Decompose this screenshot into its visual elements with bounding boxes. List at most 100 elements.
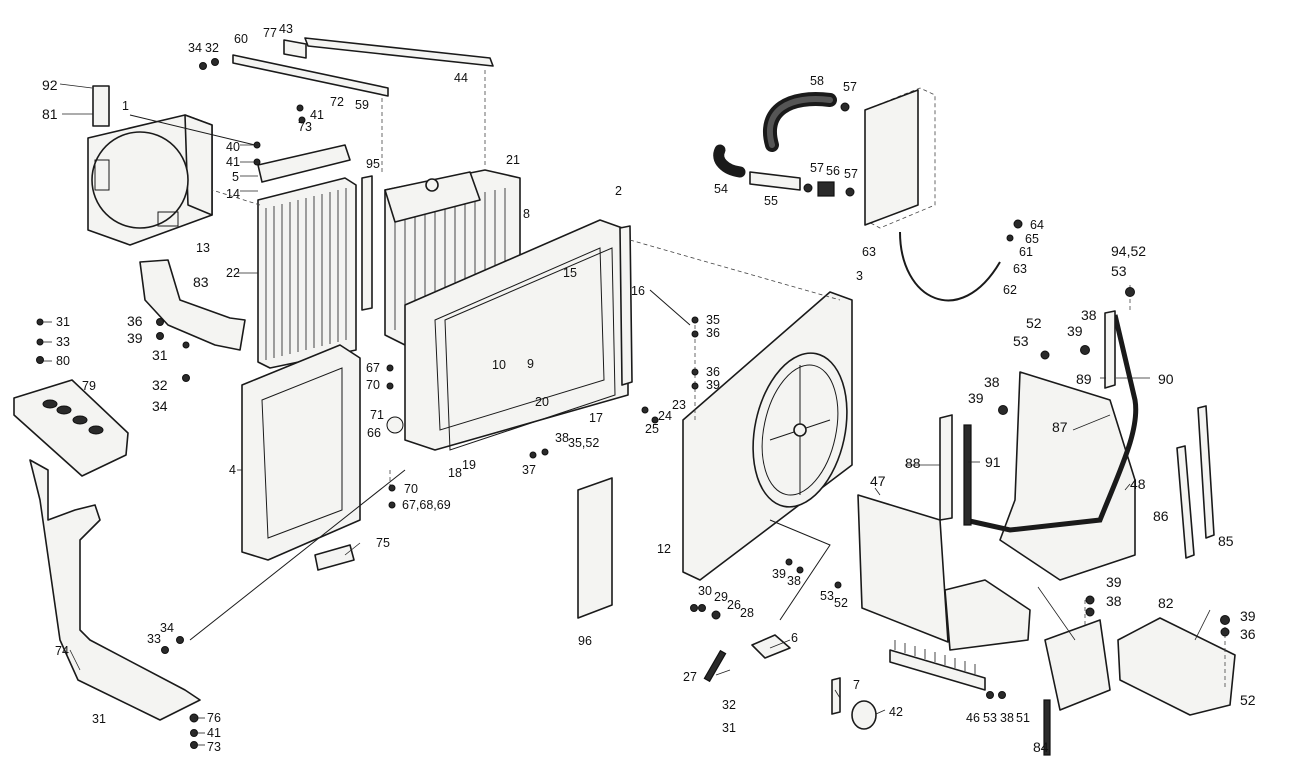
label-36-mid: 36 <box>706 326 720 340</box>
label-3: 3 <box>856 269 863 283</box>
label-82: 82 <box>1158 595 1174 611</box>
strip-88-part <box>939 414 953 521</box>
label-34-top: 34 <box>188 41 202 55</box>
plate-81-part <box>92 85 110 127</box>
label-12: 12 <box>657 542 671 556</box>
label-86: 86 <box>1153 508 1169 524</box>
label-70-mid: 70 <box>366 378 380 392</box>
panel-87-part <box>999 371 1136 581</box>
label-89: 89 <box>1076 371 1092 387</box>
label-35: 35 <box>706 313 720 327</box>
hose-58-part <box>763 92 837 152</box>
label-96: 96 <box>578 634 592 648</box>
label-79: 79 <box>82 379 96 393</box>
label-38-right: 38 <box>1081 307 1097 323</box>
plate-75-part <box>314 544 355 571</box>
label-18: 18 <box>448 466 462 480</box>
part-labels: 92 81 1 34 32 60 77 43 44 72 59 41 73 40… <box>42 22 1256 755</box>
label-63-fitting: 63 <box>1013 262 1027 276</box>
label-67: 67 <box>366 361 380 375</box>
label-32-bottom: 32 <box>722 698 736 712</box>
label-62: 62 <box>1003 283 1017 297</box>
label-9: 9 <box>527 357 534 371</box>
label-48: 48 <box>1130 476 1146 492</box>
label-31-bottom: 31 <box>722 721 736 735</box>
label-20: 20 <box>535 395 549 409</box>
label-41-bottom: 41 <box>207 726 221 740</box>
label-57-top: 57 <box>843 80 857 94</box>
label-36-far-right: 36 <box>1240 626 1256 642</box>
label-5: 5 <box>232 170 239 184</box>
label-47: 47 <box>870 473 886 489</box>
label-46: 46 <box>966 711 980 725</box>
label-38-mid-right: 38 <box>787 574 801 588</box>
strip-85-part <box>1197 405 1215 539</box>
label-52-right: 52 <box>1026 315 1042 331</box>
label-80: 80 <box>56 354 70 368</box>
label-22: 22 <box>226 266 240 280</box>
label-52-mid: 52 <box>834 596 848 610</box>
label-53-right: 53 <box>1013 333 1029 349</box>
label-65: 65 <box>1025 232 1039 246</box>
label-57-right: 57 <box>844 167 858 181</box>
label-8: 8 <box>523 207 530 221</box>
label-52-far-right: 52 <box>1240 692 1256 708</box>
fan-shroud-part <box>87 114 213 246</box>
label-67-68-69: 67,68,69 <box>402 498 451 512</box>
hose-56-part <box>817 181 835 197</box>
bar-44-part <box>304 37 494 67</box>
seal-18-part <box>444 247 616 451</box>
label-23: 23 <box>672 398 686 412</box>
label-83: 83 <box>193 274 209 290</box>
label-53-top-right: 53 <box>1111 263 1127 279</box>
label-58: 58 <box>810 74 824 88</box>
label-17: 17 <box>589 411 603 425</box>
label-91: 91 <box>985 454 1001 470</box>
label-44: 44 <box>454 71 468 85</box>
label-31-left: 31 <box>152 347 168 363</box>
label-43: 43 <box>279 22 293 36</box>
label-6: 6 <box>791 631 798 645</box>
label-74: 74 <box>55 644 69 658</box>
label-73-bottom: 73 <box>207 740 221 754</box>
label-16: 16 <box>631 284 645 298</box>
label-60: 60 <box>234 32 248 46</box>
strip-89-part <box>1104 310 1116 389</box>
panel-47-part <box>857 494 949 643</box>
label-7: 7 <box>853 678 860 692</box>
label-38-mid: 38 <box>555 431 569 445</box>
hose-62-part <box>899 231 1001 302</box>
label-32-top: 32 <box>205 41 219 55</box>
label-53-bottom: 53 <box>983 711 997 725</box>
label-57-mid: 57 <box>810 161 824 175</box>
label-87: 87 <box>1052 419 1068 435</box>
label-34-bottom: 34 <box>160 621 174 635</box>
frame-4-part <box>241 344 361 561</box>
label-13: 13 <box>196 241 210 255</box>
label-77: 77 <box>263 26 277 40</box>
label-39-far-right: 39 <box>1240 608 1256 624</box>
label-4: 4 <box>229 463 236 477</box>
label-33-bottom: 33 <box>147 632 161 646</box>
rod-84-part <box>1043 699 1051 756</box>
label-90: 90 <box>1158 371 1174 387</box>
bracket-43-part <box>283 39 307 59</box>
bracket-74-part <box>29 459 201 721</box>
seal-90-part <box>964 314 1139 533</box>
radiator-core-part <box>257 144 357 369</box>
label-51: 51 <box>1016 711 1030 725</box>
label-95: 95 <box>366 157 380 171</box>
bracket-6-part <box>751 634 791 659</box>
bracket-part <box>944 579 1031 651</box>
label-31-bottom-left: 31 <box>92 712 106 726</box>
label-39-right-low: 39 <box>1106 574 1122 590</box>
label-55: 55 <box>764 194 778 208</box>
label-73-top: 73 <box>298 120 312 134</box>
label-19: 19 <box>462 458 476 472</box>
label-63-tank: 63 <box>862 245 876 259</box>
bar-59-part <box>232 54 389 97</box>
label-26: 26 <box>727 598 741 612</box>
label-39-mid: 39 <box>706 378 720 392</box>
expansion-tank-part <box>864 87 936 229</box>
